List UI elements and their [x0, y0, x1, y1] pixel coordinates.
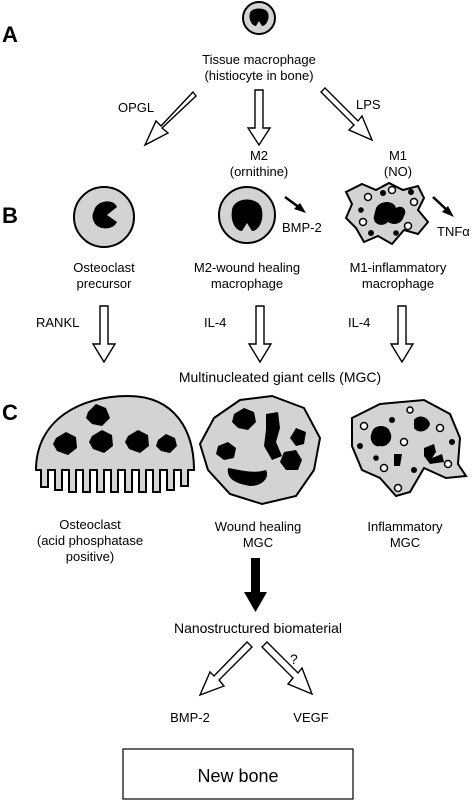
- biomaterial-label: Nanostructured biomaterial: [174, 620, 342, 636]
- osteoclast-precursor-label-2: precursor: [77, 276, 133, 291]
- wound-healing-mgc-cell: [198, 394, 322, 506]
- m1-no-label: (NO): [384, 164, 412, 179]
- osteoclast-precursor-cell: [73, 186, 135, 248]
- tnf-secretion-arrow: [432, 196, 454, 217]
- tnf-secreted-label: TNFα: [437, 224, 470, 239]
- osteoclast-label: Osteoclast: [59, 517, 121, 532]
- osteoclast-label-3: positive): [66, 549, 114, 564]
- rankl-label: RANKL: [36, 315, 79, 330]
- bmp2-secretion-arrow: [284, 195, 306, 213]
- opgl-label: OPGL: [118, 100, 154, 115]
- arrow-osteoclast-to-mgc: [91, 305, 117, 364]
- m1-macrophage-label-2: macrophage: [362, 276, 434, 291]
- inflam-mgc-label-2: MGC: [390, 535, 420, 550]
- arrow-m1-to-mgc: [389, 305, 415, 364]
- wound-mgc-label: Wound healing: [215, 519, 302, 534]
- m1-label: M1: [389, 148, 407, 163]
- arrow-to-m1: [320, 87, 374, 142]
- panel-label-b: B: [2, 203, 18, 228]
- new-bone-label: New bone: [197, 766, 278, 786]
- arrow-m2-to-mgc: [247, 305, 273, 364]
- tissue-macrophage-label: Tissue macrophage: [202, 52, 316, 67]
- new-bone-box: [122, 748, 354, 800]
- arrow-to-biomaterial: [244, 558, 267, 612]
- panel-label-c: C: [2, 400, 18, 425]
- panel-label-a: A: [2, 22, 18, 47]
- wound-mgc-label-2: MGC: [243, 535, 273, 550]
- il4-left-label: IL-4: [204, 315, 226, 330]
- bmp2-output-label: BMP-2: [170, 710, 210, 725]
- inflam-mgc-label: Inflammatory: [367, 519, 443, 534]
- m2-macrophage-label: M2-wound healing: [194, 260, 300, 275]
- arrow-to-osteoclast-precursor: [143, 90, 197, 147]
- osteoclast-label-2: (acid phosphatase: [37, 533, 143, 548]
- m2-ornithine-label: (ornithine): [230, 164, 289, 179]
- tissue-macrophage-sublabel: (histiocyte in bone): [204, 68, 313, 83]
- arrow-to-vegf-output: [261, 641, 314, 696]
- lps-label: LPS: [356, 97, 381, 112]
- tissue-macrophage-cell: [242, 1, 276, 35]
- osteoclast-precursor-label: Osteoclast: [73, 260, 135, 275]
- vegf-output-label: VEGF: [293, 710, 328, 725]
- osteoclast-cell: [34, 394, 196, 493]
- arrow-to-m2: [246, 89, 272, 147]
- bmp2-secreted-label: BMP-2: [282, 220, 322, 235]
- m1-macrophage-label: M1-inflammatory: [350, 260, 447, 275]
- m2-macrophage-cell: [218, 186, 276, 244]
- arrow-to-bmp2-output: [198, 641, 253, 697]
- mgc-header: Multinucleated giant cells (MGC): [179, 369, 381, 385]
- question-mark: ?: [290, 651, 298, 667]
- m1-macrophage-cell: [344, 181, 430, 246]
- inflammatory-mgc-cell: [351, 398, 468, 498]
- il4-right-label: IL-4: [348, 315, 370, 330]
- m2-label: M2: [250, 148, 268, 163]
- m2-macrophage-label-2: macrophage: [211, 276, 283, 291]
